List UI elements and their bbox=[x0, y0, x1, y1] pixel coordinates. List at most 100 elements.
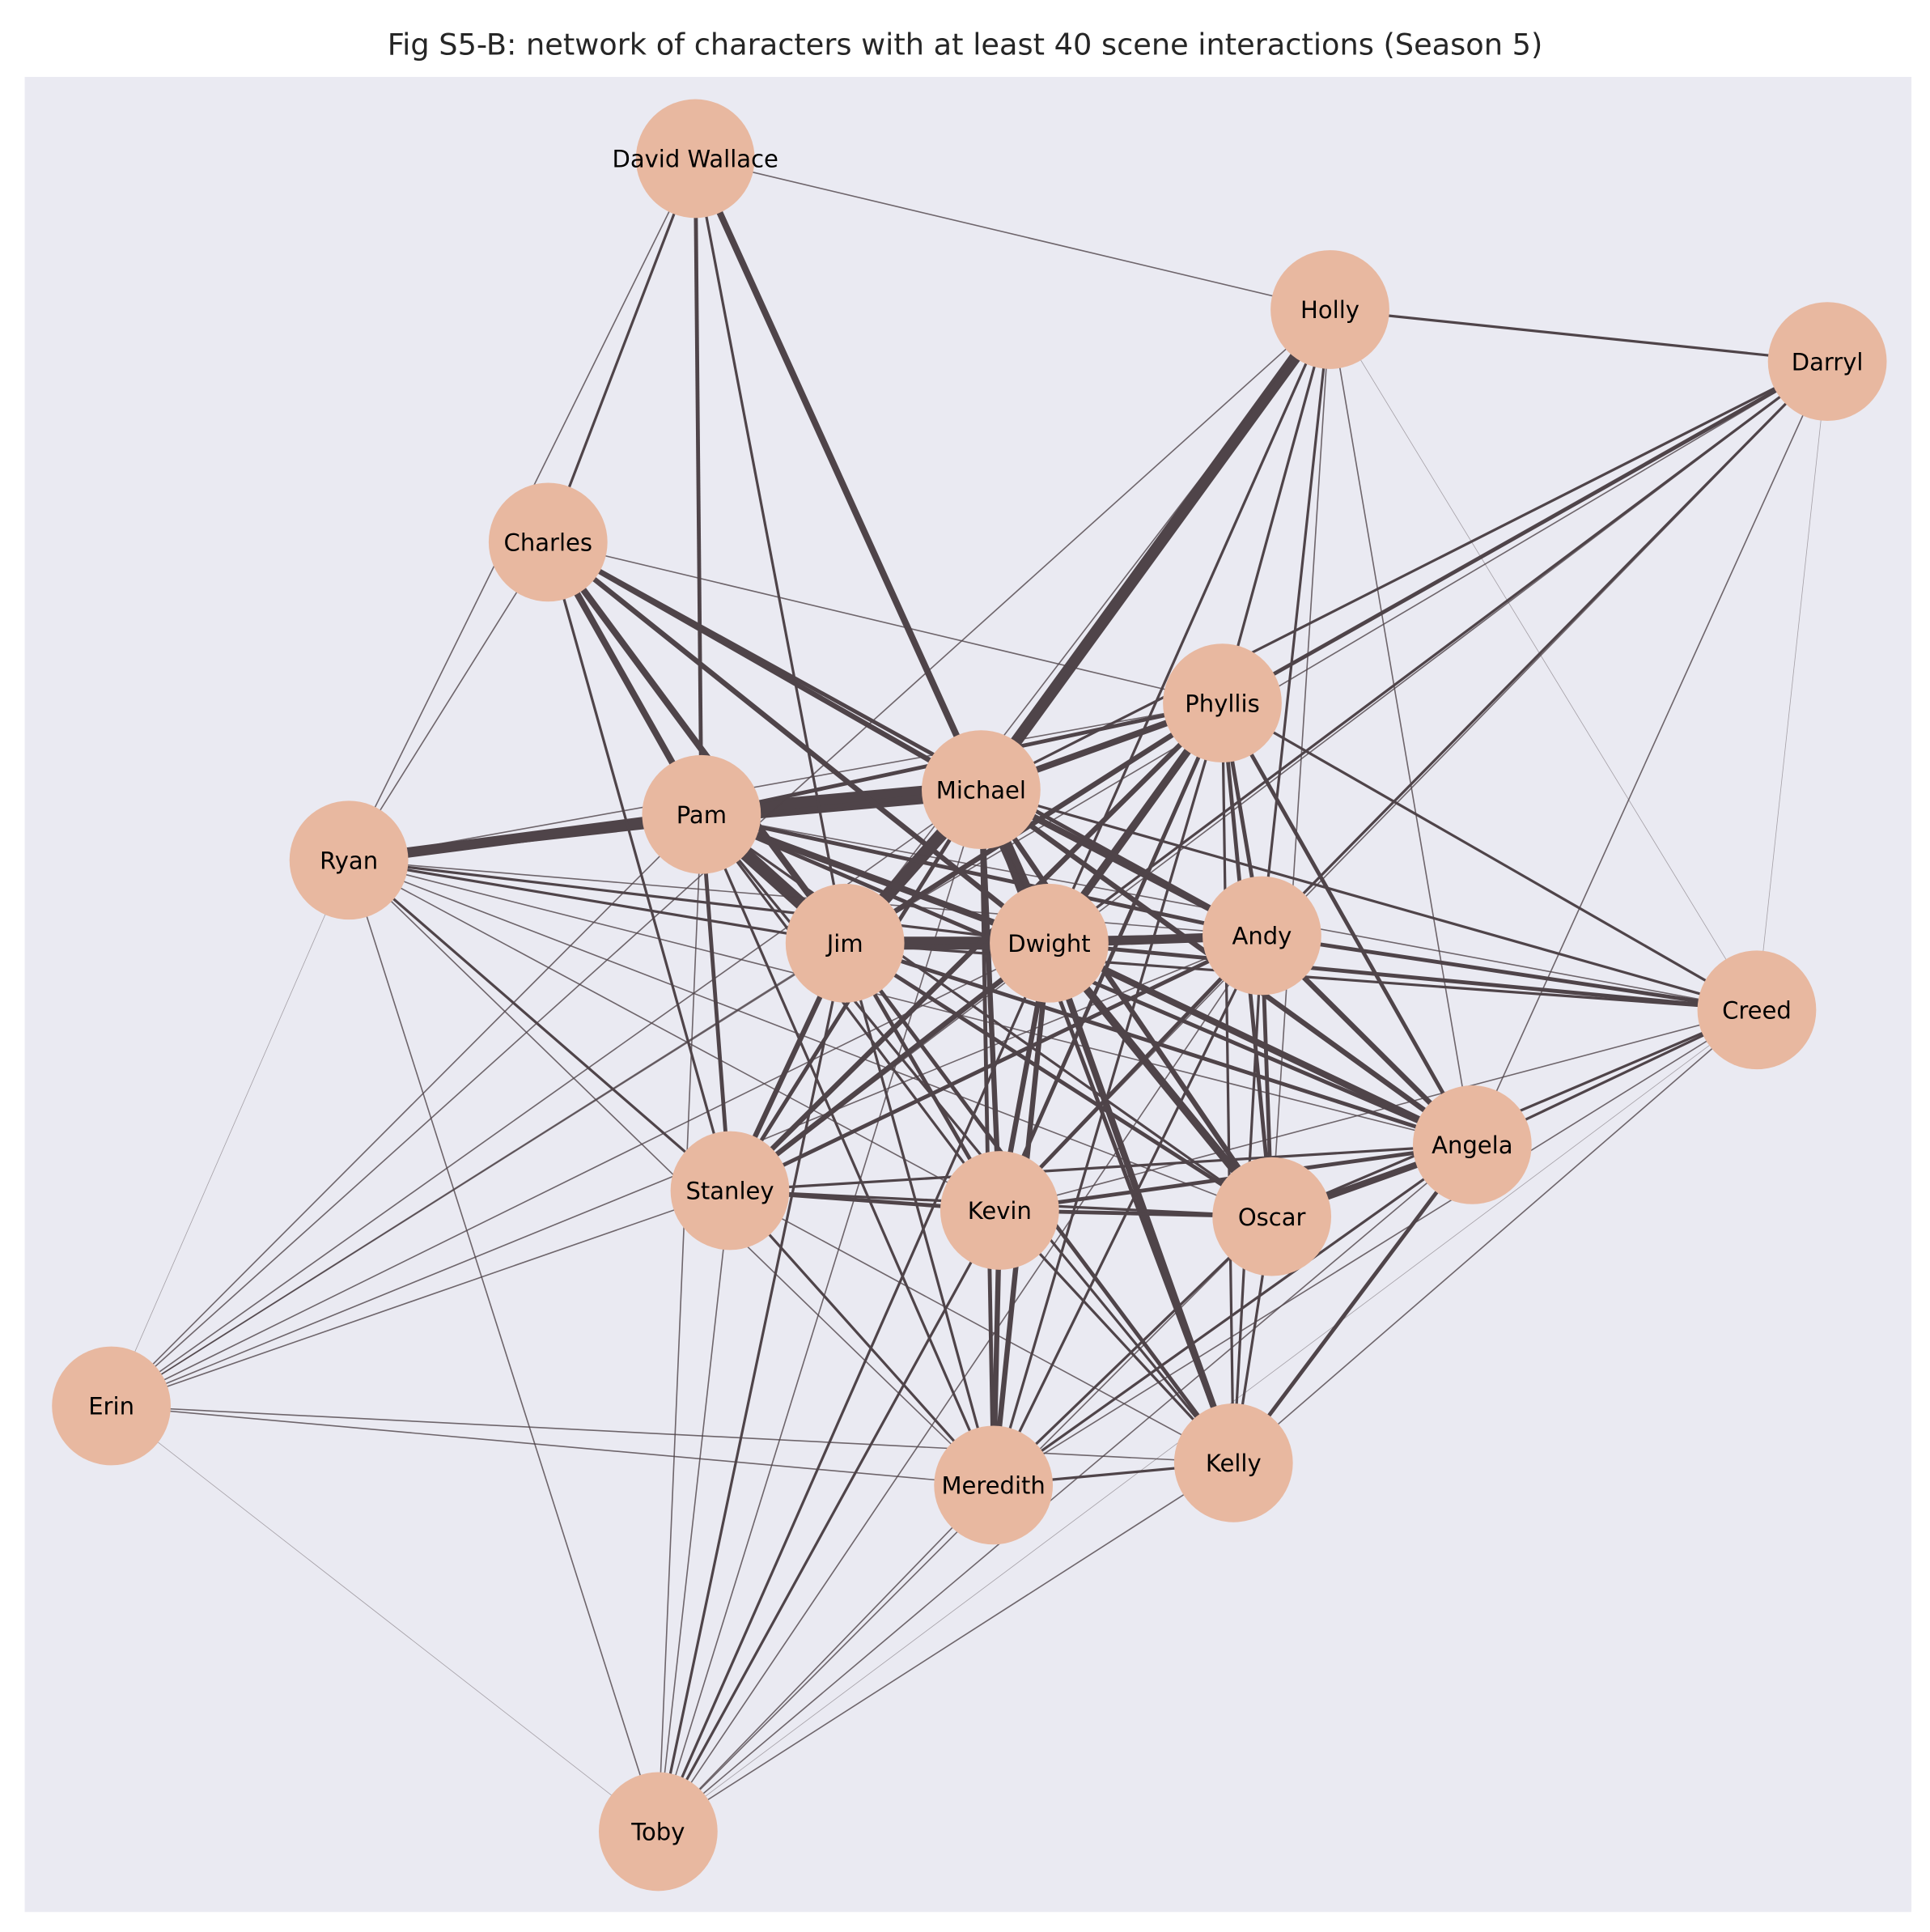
node-phyllis: Phyllis bbox=[1163, 643, 1282, 763]
edge-andy-holly bbox=[1260, 309, 1332, 936]
node-circle bbox=[1163, 643, 1282, 763]
edge-dwight-ryan bbox=[348, 859, 1050, 945]
edge-kevin-toby bbox=[656, 1209, 1001, 1832]
node-circle bbox=[1412, 1085, 1532, 1204]
edge-andy-ryan bbox=[349, 859, 1262, 936]
node-circle bbox=[934, 1425, 1054, 1545]
edge-dwight-holly bbox=[1047, 308, 1331, 944]
node-circle bbox=[642, 754, 761, 874]
edge-kevin-ryan bbox=[348, 860, 1000, 1212]
edge-phyllis-darryl bbox=[1221, 359, 1829, 705]
node-label: Erin bbox=[88, 1393, 134, 1420]
node-pam: Pam bbox=[642, 754, 761, 874]
edge-ryan-erin bbox=[111, 860, 350, 1407]
edge-stanley-ryan bbox=[348, 859, 732, 1192]
node-jim: Jim bbox=[785, 883, 905, 1003]
edge-dwight-angela bbox=[1047, 940, 1474, 1149]
edge-dwight-stanley bbox=[728, 941, 1051, 1193]
node-label: Pam bbox=[677, 801, 727, 829]
node-label: Charles bbox=[504, 529, 592, 557]
edge-kelly-erin bbox=[111, 1405, 1234, 1464]
edge-stanley-meredith bbox=[728, 1189, 995, 1486]
edge-pam-erin bbox=[111, 813, 702, 1407]
edge-holly-david-wallace bbox=[695, 158, 1330, 311]
edge-oscar-ryan bbox=[348, 860, 1272, 1217]
edge-jim-ryan bbox=[348, 859, 846, 945]
edge-meredith-toby bbox=[657, 1484, 995, 1832]
edge-stanley-toby bbox=[657, 1190, 731, 1832]
node-dwight: Dwight bbox=[990, 883, 1109, 1003]
edge-jim-darryl bbox=[844, 360, 1828, 944]
node-label: Creed bbox=[1722, 996, 1792, 1024]
node-label: Phyllis bbox=[1185, 690, 1259, 717]
edge-phyllis-meredith bbox=[992, 703, 1224, 1486]
node-circle bbox=[1212, 1157, 1332, 1276]
edge-phyllis-erin bbox=[111, 702, 1223, 1407]
node-circle bbox=[1767, 302, 1887, 422]
edge-michael-oscar bbox=[978, 788, 1275, 1218]
edge-pam-dwight bbox=[700, 811, 1050, 946]
node-circle bbox=[289, 800, 409, 920]
edge-pam-toby bbox=[657, 814, 702, 1832]
edge-ryan-toby bbox=[348, 860, 660, 1832]
edge-michael-holly bbox=[976, 306, 1335, 793]
edge-angela-toby bbox=[657, 1144, 1473, 1832]
edge-pam-david-wallace bbox=[693, 158, 704, 815]
edge-dwight-darryl bbox=[1048, 360, 1829, 945]
edge-andy-darryl bbox=[1261, 360, 1829, 937]
edge-creed-holly bbox=[1330, 309, 1758, 1010]
node-circle bbox=[785, 883, 905, 1003]
edge-meredith-ryan bbox=[348, 860, 995, 1486]
node-label: David Wallace bbox=[612, 146, 778, 173]
node-label: Dwight bbox=[1007, 930, 1090, 958]
node-label: Michael bbox=[936, 776, 1026, 804]
node-oscar: Oscar bbox=[1212, 1157, 1332, 1276]
edge-erin-toby bbox=[111, 1405, 659, 1832]
edge-meredith-erin bbox=[111, 1405, 994, 1486]
edge-stanley-darryl bbox=[729, 361, 1828, 1191]
node-label: Kevin bbox=[968, 1197, 1032, 1225]
node-label: Toby bbox=[630, 1819, 685, 1846]
node-label: Andy bbox=[1232, 923, 1292, 950]
edge-dwight-erin bbox=[111, 942, 1050, 1407]
edge-andy-charles bbox=[547, 540, 1263, 938]
plot-area bbox=[24, 77, 1912, 1913]
edge-oscar-meredith bbox=[992, 1215, 1273, 1487]
node-erin: Erin bbox=[52, 1346, 171, 1466]
edge-angela-holly bbox=[1329, 309, 1474, 1145]
node-label: Ryan bbox=[320, 847, 378, 874]
edge-phyllis-creed bbox=[1221, 702, 1758, 1012]
edge-phyllis-charles bbox=[548, 541, 1223, 704]
node-kevin: Kevin bbox=[940, 1151, 1059, 1270]
node-creed: Creed bbox=[1697, 950, 1817, 1070]
node-holly: Holly bbox=[1270, 250, 1389, 369]
node-circle bbox=[940, 1151, 1059, 1270]
node-circle bbox=[1173, 1403, 1293, 1522]
node-charles: Charles bbox=[488, 482, 608, 602]
node-stanley: Stanley bbox=[670, 1131, 790, 1250]
edge-holly-darryl bbox=[1330, 308, 1828, 363]
edge-andy-kevin bbox=[998, 934, 1264, 1212]
edge-michael-meredith bbox=[978, 789, 996, 1485]
node-michael: Michael bbox=[921, 730, 1041, 850]
node-darryl: Darryl bbox=[1767, 302, 1887, 422]
edge-jim-meredith bbox=[843, 942, 995, 1486]
edge-kevin-darryl bbox=[999, 361, 1828, 1212]
node-toby: Toby bbox=[598, 1772, 718, 1892]
edge-david-wallace-charles bbox=[546, 158, 697, 543]
edge-phyllis-holly bbox=[1220, 309, 1332, 704]
edge-jim-david-wallace bbox=[694, 158, 846, 944]
edge-kelly-toby bbox=[657, 1462, 1234, 1832]
edge-stanley-kelly bbox=[729, 1190, 1234, 1464]
edge-angela-ryan bbox=[348, 860, 1473, 1146]
edge-ryan-charles bbox=[348, 541, 549, 861]
node-label: Kelly bbox=[1206, 1450, 1262, 1477]
edge-angela-stanley bbox=[729, 1143, 1473, 1192]
edge-oscar-holly bbox=[1270, 309, 1331, 1217]
edge-michael-creed bbox=[980, 788, 1758, 1012]
edge-angela-darryl bbox=[1471, 361, 1828, 1145]
edge-angela-meredith bbox=[992, 1144, 1474, 1487]
node-circle bbox=[488, 482, 608, 602]
